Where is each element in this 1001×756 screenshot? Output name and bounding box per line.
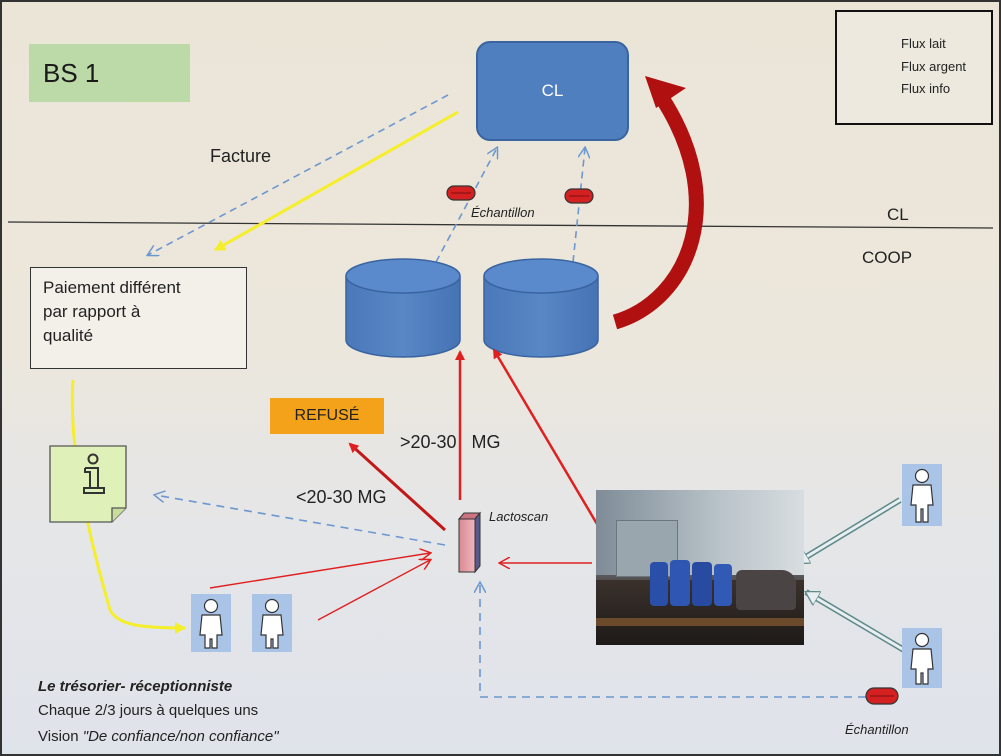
farmer-icon-1 [191,594,231,652]
legend-label-money: Flux argent [901,59,967,74]
mg-high-label: >20-30 MG [400,432,501,452]
paiement-line-3: qualité [43,325,94,345]
transport-arrow-bottom-farmer [806,589,906,653]
lactoscan-label: Lactoscan [489,509,549,524]
refuse-badge: REFUSÉ [270,398,384,434]
info-note-icon [49,445,127,523]
zone-separator-line [7,221,994,229]
paiement-box: Paiement différent par rapport à qualité [30,267,247,369]
milk-arrow-farmer1-to-lactoscan [209,553,430,589]
milk-arrow-photo-to-tank [492,348,599,525]
money-arrow-paiement-to-farmers [70,379,186,634]
money-arrow-cl-to-paiement [214,110,459,252]
sample-label-bottom: Échantillon [845,722,909,737]
tank-left [345,258,461,358]
legend-label-milk: Flux lait [901,36,946,51]
legend-label-info: Flux info [901,81,951,96]
farmer-icon-2 [252,594,292,652]
mg-low-label: <20-30 MG [296,487,387,507]
cl-node-label: CL [541,81,564,100]
invoice-info-arrow [148,94,449,255]
tresorier-line-2-quote: "De confiance/non confiance" [82,728,279,745]
farmer-icon-top-right [902,464,942,526]
sample-capsule-top-right [564,188,594,204]
tank-right [483,258,599,358]
info-arrow-tank1-to-cl [435,148,497,263]
transport-arrow-top-farmer [796,497,902,566]
diagram-title-badge: BS 1 [29,44,190,102]
legend-box: Flux lait Flux argent Flux info [835,10,993,125]
paiement-line-1: Paiement différent [43,278,181,297]
zone-label-cl: CL [887,205,909,224]
info-arrow-tank2-to-cl [572,148,585,263]
lactoscan-device [457,511,482,574]
refuse-label: REFUSÉ [294,407,360,424]
sample-capsule-top-left [446,185,476,201]
curved-arrow-head [645,76,686,108]
farmer-icon-bottom-right [902,628,942,688]
zone-label-coop: COOP [862,248,913,267]
cl-node: CL [476,41,629,141]
diagram-title: BS 1 [43,58,100,88]
milk-arrow-lactoscan-to-refuse [348,442,447,532]
tresorier-line-1: Chaque 2/3 jours à quelques uns [38,702,259,719]
paiement-line-2: par rapport à [43,301,141,321]
tresorier-line-2: Vision "De confiance/non confiance" [38,728,279,745]
facture-label: Facture [210,146,272,166]
curved-milk-arrow-coop-to-cl [612,90,704,330]
tresorier-title: Le trésorier- réceptionniste [38,678,233,695]
info-arrow-lactoscan-to-info [155,495,446,546]
milk-arrow-farmer2-to-lactoscan [317,560,430,621]
sample-capsule-bottom [865,687,899,705]
sample-label-top: Échantillon [471,205,535,220]
info-arrow-sample-to-lactoscan [480,583,866,698]
milk-cans-photo [596,490,804,645]
